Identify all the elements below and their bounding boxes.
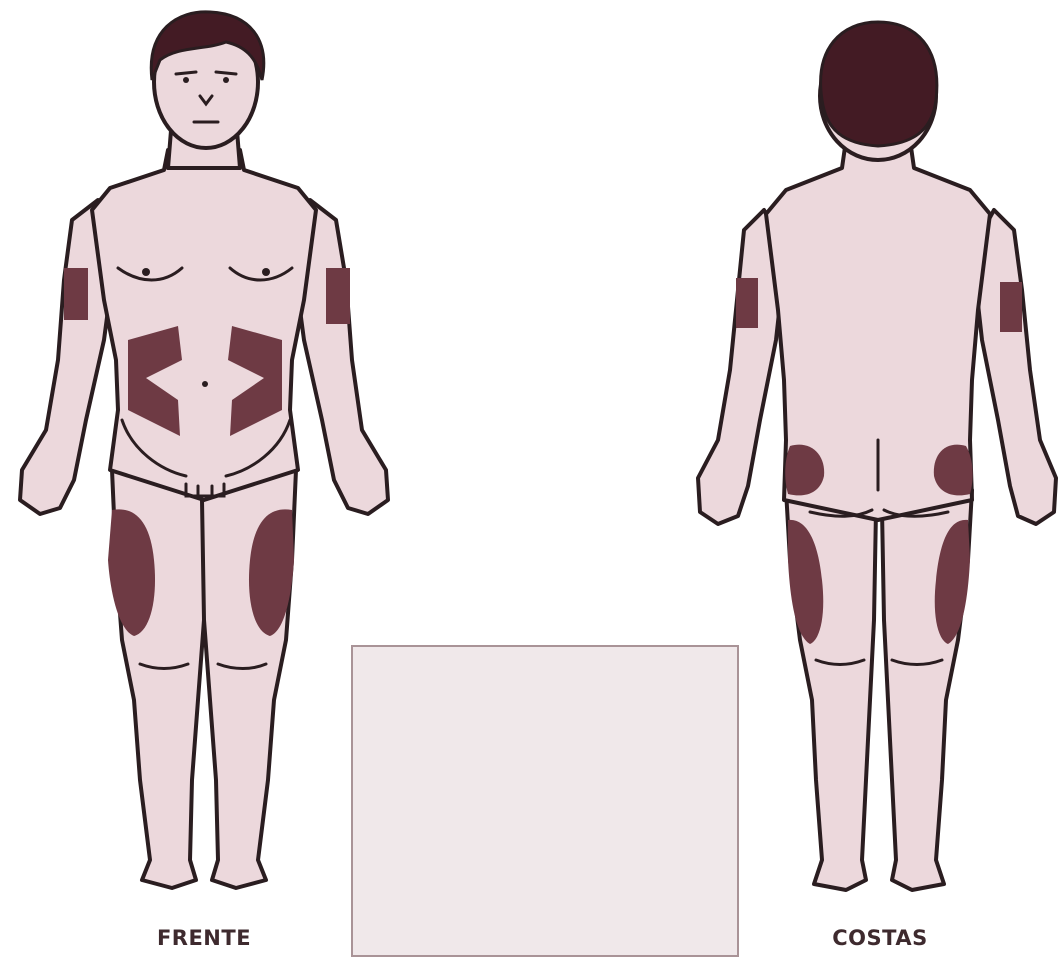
front-zone-left-arm xyxy=(64,268,88,320)
back-hair xyxy=(821,22,937,146)
back-zone-right-arm xyxy=(1000,282,1022,332)
back-label: COSTAS xyxy=(760,926,1000,950)
front-label: FRENTE xyxy=(84,926,324,950)
front-zone-right-arm xyxy=(326,268,350,324)
back-zone-left-arm xyxy=(736,278,758,328)
front-torso xyxy=(92,150,316,500)
front-figure xyxy=(20,12,388,888)
back-figure xyxy=(698,22,1056,890)
blank-box xyxy=(352,646,738,956)
